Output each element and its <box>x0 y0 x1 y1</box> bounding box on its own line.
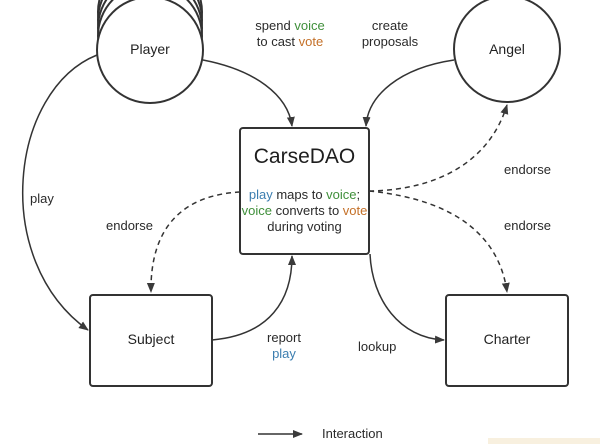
edge-label-create-proposals: create proposals <box>350 18 430 50</box>
edge-label-spend-voice: spend voice to cast vote <box>240 18 340 50</box>
player-label: Player <box>130 41 170 57</box>
desc-text: converts to <box>271 203 343 218</box>
keyword-vote: vote <box>298 34 324 49</box>
label-line: create <box>371 18 409 33</box>
angel-label: Angel <box>489 41 525 57</box>
edge-lookup <box>369 253 445 344</box>
label-text: to cast <box>256 34 299 49</box>
keyword-voice: voice <box>326 187 357 202</box>
label-line: report <box>267 330 301 345</box>
carsedao-description: play maps to voice; voice converts to vo… <box>240 187 369 235</box>
edge-create-proposals <box>362 59 455 127</box>
edge-label-endorse-charter: endorse <box>504 218 551 233</box>
label-line: proposals <box>361 34 419 49</box>
edge-endorse-angel <box>368 104 509 192</box>
edge-label-endorse-subject: endorse <box>106 218 153 233</box>
desc-text: maps to <box>272 187 327 202</box>
carsedao-desc-line3: during voting <box>267 219 342 234</box>
keyword-vote: vote <box>342 203 368 218</box>
label-text: spend <box>255 18 295 33</box>
carsedao-title: CarseDAO <box>253 145 356 168</box>
edge-play <box>21 54 98 331</box>
player-node[interactable] <box>96 0 204 104</box>
desc-text: ; <box>356 187 361 202</box>
edge-label-report-play: report play <box>262 330 306 362</box>
legend-interaction-label: Interaction <box>322 426 383 441</box>
carsedao-desc-line2: voice converts to vote <box>240 203 369 219</box>
edge-label-endorse-angel: endorse <box>504 162 551 177</box>
charter-label: Charter <box>483 331 531 347</box>
watermark <box>488 438 600 444</box>
edge-endorse-subject <box>146 191 241 293</box>
edge-label-play: play <box>30 191 54 206</box>
edge-report-play <box>211 255 296 341</box>
edge-spend-voice <box>202 59 295 127</box>
keyword-play: play <box>272 346 296 361</box>
player-circle <box>96 0 204 104</box>
keyword-voice: voice <box>294 18 325 33</box>
charter-node[interactable] <box>445 294 569 387</box>
edge-endorse-charter <box>368 190 510 293</box>
keyword-voice: voice <box>241 203 272 218</box>
angel-node[interactable] <box>453 0 561 103</box>
edge-label-lookup: lookup <box>358 339 397 354</box>
carsedao-desc-line1: play maps to voice; <box>240 187 369 203</box>
keyword-play: play <box>248 187 273 202</box>
subject-node[interactable] <box>89 294 213 387</box>
subject-label: Subject <box>127 331 175 347</box>
